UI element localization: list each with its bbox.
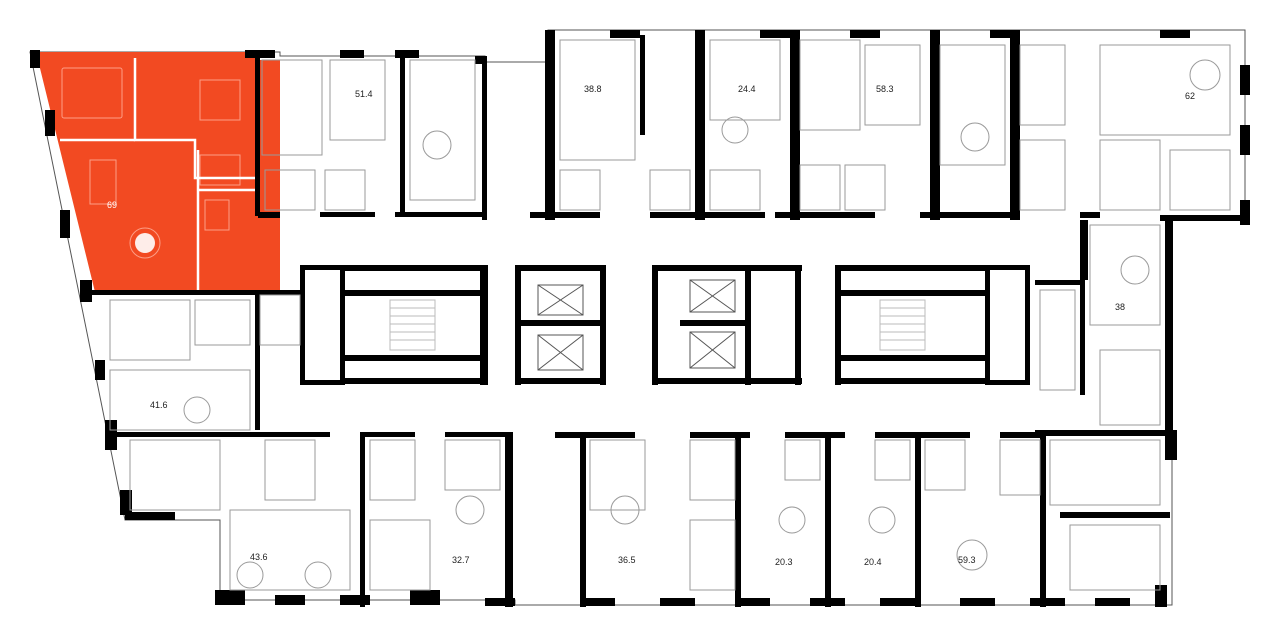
area-label-36-5: 36.5 — [618, 555, 636, 565]
apartment-69-highlight[interactable] — [36, 52, 280, 292]
area-label-51-4: 51.4 — [355, 89, 373, 99]
partitions — [109, 39, 1231, 591]
area-label-20-3: 20.3 — [775, 557, 793, 567]
area-label-24-4: 24.4 — [738, 84, 756, 94]
area-label-38: 38 — [1115, 302, 1125, 312]
area-labels: 69 51.4 38.8 24.4 58.3 62 38 41.6 43.6 3… — [107, 84, 1195, 567]
area-label-69: 69 — [107, 200, 117, 210]
area-label-62: 62 — [1185, 91, 1195, 101]
area-label-20-4: 20.4 — [864, 557, 882, 567]
walls — [30, 30, 1250, 607]
area-label-58-3: 58.3 — [876, 84, 894, 94]
area-label-59-3: 59.3 — [958, 555, 976, 565]
area-label-38-8: 38.8 — [584, 84, 602, 94]
area-label-32-7: 32.7 — [452, 555, 470, 565]
area-label-41-6: 41.6 — [150, 400, 168, 410]
area-label-43-6: 43.6 — [250, 552, 268, 562]
